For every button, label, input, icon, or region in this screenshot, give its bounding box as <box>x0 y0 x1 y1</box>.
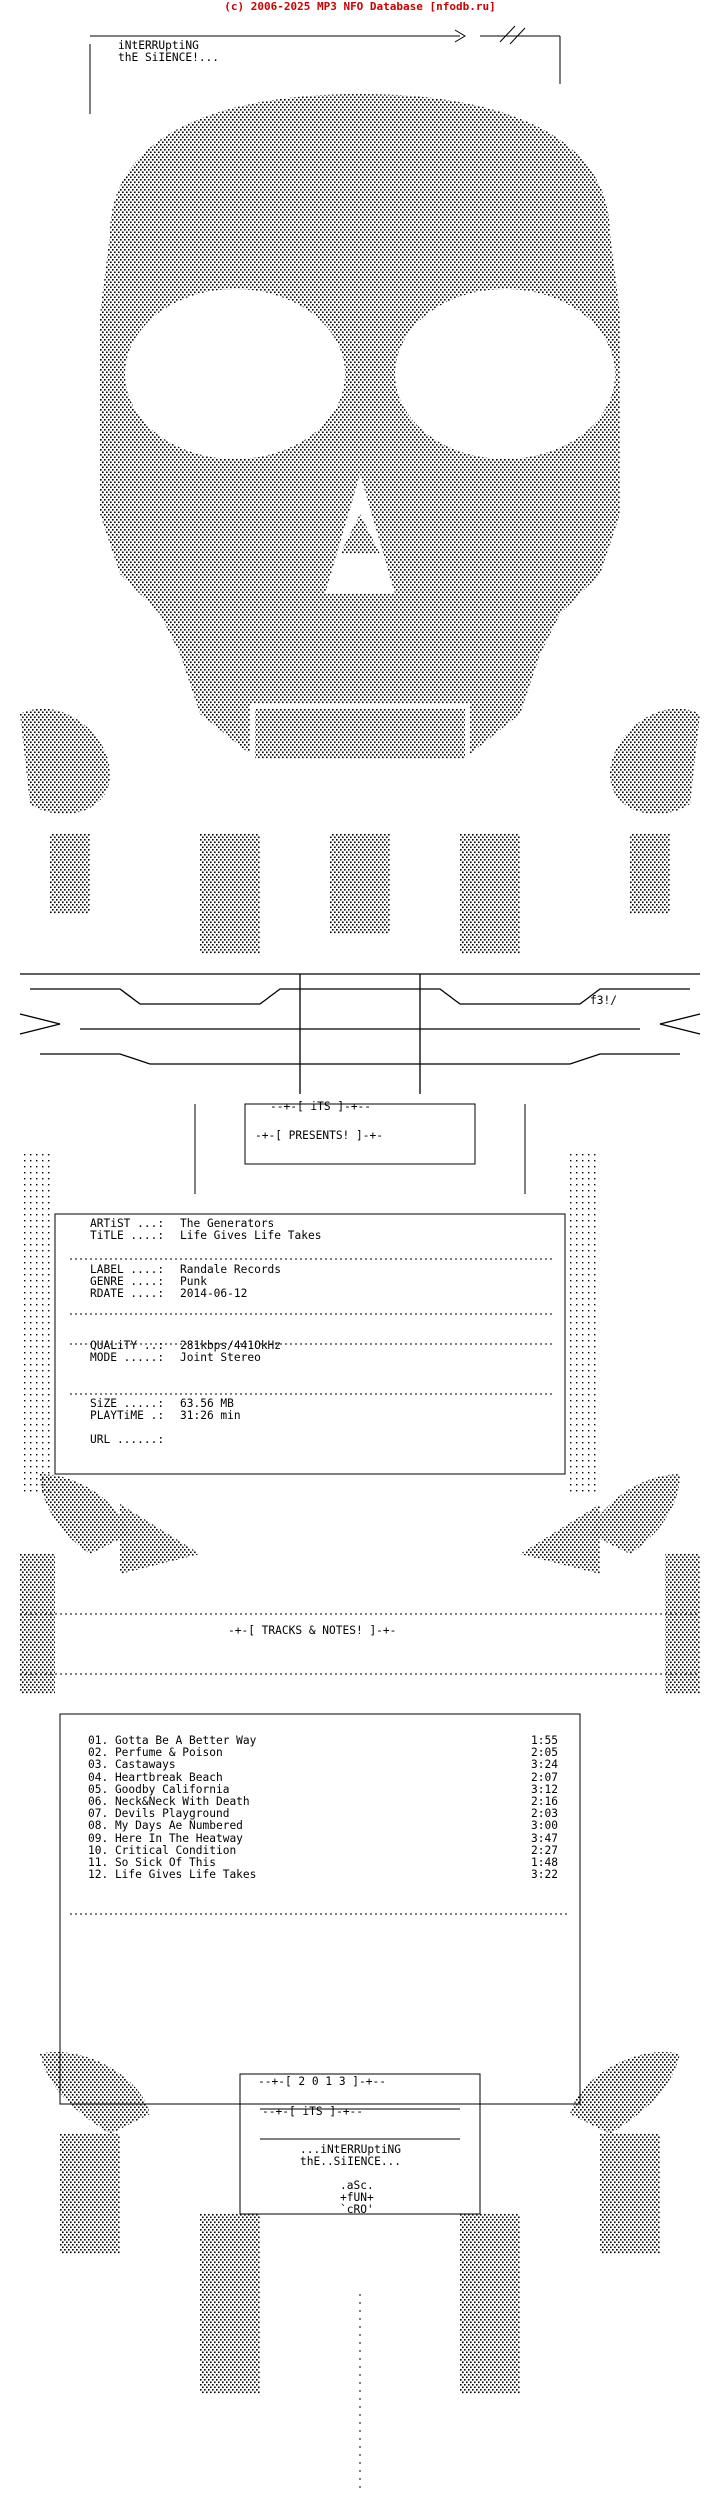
info-panel-dots <box>20 1154 600 1494</box>
track-time: 3:12 <box>531 1782 558 1796</box>
track-time: 2:07 <box>531 1770 558 1784</box>
presents-header: -+-[ PRESENTS! ]-+- <box>255 1129 383 1142</box>
track-name: 12. Life Gives Life Takes <box>88 1868 257 1882</box>
track-name: 06. Neck&Neck With Death <box>88 1795 250 1809</box>
track-name: 05. Goodby California <box>88 1782 230 1796</box>
nfodb-banner: (c) 2006-2025 MP3 NFO Database [nfodb.ru… <box>224 0 496 13</box>
genre-label: GENRE ....: <box>90 1275 165 1288</box>
list-item: 04. Heartbreak Beach 2:07 <box>88 1770 558 1784</box>
list-item: 12. Life Gives Life Takes 3:22 <box>88 1869 558 1881</box>
tracks-box <box>20 1613 700 2105</box>
artist-value: The Generators <box>180 1217 275 1230</box>
footer-line1: ...iNtERRUptiNG <box>300 2143 402 2156</box>
artist-label: ARTiST ...: <box>90 1217 165 1230</box>
list-item: 05. Goodby California 3:12 <box>88 1782 558 1796</box>
track-name: 10. Critical Condition <box>88 1843 237 1857</box>
track-time: 3:22 <box>531 1868 558 1882</box>
size-value: 63.56 MB <box>180 1397 234 1410</box>
size-label: SiZE .....: <box>90 1397 165 1410</box>
credit-fun: +fUN+ <box>340 2191 374 2204</box>
mode-row: MODE .....: Joint Stereo <box>90 1351 261 1364</box>
list-item: 08. My Days Ae Numbered 3:00 <box>88 1820 558 1832</box>
track-name: 02. Perfume & Poison <box>88 1746 223 1760</box>
side-swirls <box>20 708 700 914</box>
track-time: 1:55 <box>531 1734 558 1747</box>
list-item: 07. Devils Playground 2:03 <box>88 1808 558 1820</box>
title-label: TiTLE ....: <box>90 1229 165 1242</box>
size-row: SiZE .....: 63.56 MB <box>90 1397 234 1410</box>
track-time: 2:27 <box>531 1843 558 1857</box>
label-label: LABEL ....: <box>90 1263 165 1276</box>
its-header: --+-[ iTS ]-+-- <box>270 1100 372 1113</box>
list-item: 03. Castaways 3:24 <box>88 1759 558 1771</box>
track-list: 01. Gotta Be A Better Way 1:55 02. Perfum… <box>88 1734 558 1881</box>
mode-value: Joint Stereo <box>180 1351 261 1364</box>
list-item: 11. So Sick Of This 1:48 <box>88 1856 558 1870</box>
credit-cro: `cRO' <box>340 2203 374 2216</box>
artist-row: ARTiST ...: The Generators <box>90 1217 275 1230</box>
info-panel-border <box>54 1213 566 1475</box>
list-item: 10. Critical Condition 2:27 <box>88 1843 558 1857</box>
title-value: Life Gives Life Takes <box>180 1229 322 1242</box>
genre-row: GENRE ....: Punk <box>90 1275 207 1288</box>
quality-value: 281kbps/441OkHz <box>180 1339 282 1352</box>
neck-columns <box>200 834 520 954</box>
title-row: TiTLE ....: Life Gives Life Takes <box>90 1229 322 1242</box>
footer-box <box>239 2073 481 2489</box>
list-item: 06. Neck&Neck With Death 2:16 <box>88 1795 558 1809</box>
list-item: 09. Here In The Heatway 3:47 <box>88 1831 558 1845</box>
tracks-ornaments <box>20 1474 700 1694</box>
label-row: LABEL ....: Randale Records <box>90 1263 282 1276</box>
track-name: 08. My Days Ae Numbered <box>88 1819 243 1833</box>
rdate-label: RDATE ....: <box>90 1287 165 1300</box>
track-time: 1:48 <box>531 1856 558 1870</box>
label-value: Randale Records <box>180 1263 282 1276</box>
year-header: --+-[ 2 0 1 3 ]-+-- <box>258 2075 386 2088</box>
track-time: 2:03 <box>531 1807 558 1821</box>
header-box <box>194 1103 526 1194</box>
track-time: 3:47 <box>531 1831 558 1845</box>
track-time: 2:05 <box>531 1746 558 1760</box>
playtime-label: PLAYTiME .: <box>90 1409 165 1422</box>
track-time: 3:24 <box>531 1758 558 1772</box>
track-time: 2:16 <box>531 1795 558 1809</box>
mode-label: MODE .....: <box>90 1351 165 1364</box>
track-time: 3:00 <box>531 1819 558 1833</box>
group-tag: f3!/ <box>590 994 617 1007</box>
list-item: 01. Gotta Be A Better Way 1:55 <box>88 1734 558 1747</box>
track-name: 01. Gotta Be A Better Way <box>88 1734 257 1747</box>
track-name: 07. Devils Playground <box>88 1807 230 1821</box>
track-name: 09. Here In The Heatway <box>88 1831 243 1845</box>
group-title-line2: thE SiIENCE!... <box>118 51 220 64</box>
genre-value: Punk <box>180 1275 207 1288</box>
rdate-value: 2014-06-12 <box>180 1287 248 1300</box>
footer-ornaments <box>40 2052 680 2394</box>
footer-line2: thE..SiIENCE... <box>300 2155 402 2168</box>
credit-asc: .aSc. <box>340 2179 374 2192</box>
skull-teeth <box>250 704 470 764</box>
quality-row: QUALiTY ..: 281kbps/441OkHz <box>90 1339 282 1352</box>
rdate-row: RDATE ....: 2014-06-12 <box>90 1287 248 1300</box>
chain-band <box>19 973 701 1094</box>
group-title-line1: iNtERRUptiNG <box>118 39 199 52</box>
top-border <box>89 25 561 114</box>
track-name: 11. So Sick Of This <box>88 1856 216 1870</box>
ascii-art-frame <box>19 25 701 2489</box>
track-name: 04. Heartbreak Beach <box>88 1770 223 1784</box>
its-footer-header: --+-[ iTS ]-+-- <box>262 2105 364 2118</box>
playtime-value: 31:26 min <box>180 1409 241 1422</box>
playtime-row: PLAYTiME .: 31:26 min <box>90 1409 241 1422</box>
url-row: URL ......: <box>90 1433 180 1446</box>
list-item: 02. Perfume & Poison 2:05 <box>88 1746 558 1760</box>
skull-dome <box>100 94 620 754</box>
track-name: 03. Castaways <box>88 1758 176 1772</box>
quality-label: QUALiTY ..: <box>90 1339 165 1352</box>
tracks-header: -+-[ TRACKS & NOTES! ]-+- <box>228 1624 397 1637</box>
url-label: URL ......: <box>90 1433 165 1446</box>
